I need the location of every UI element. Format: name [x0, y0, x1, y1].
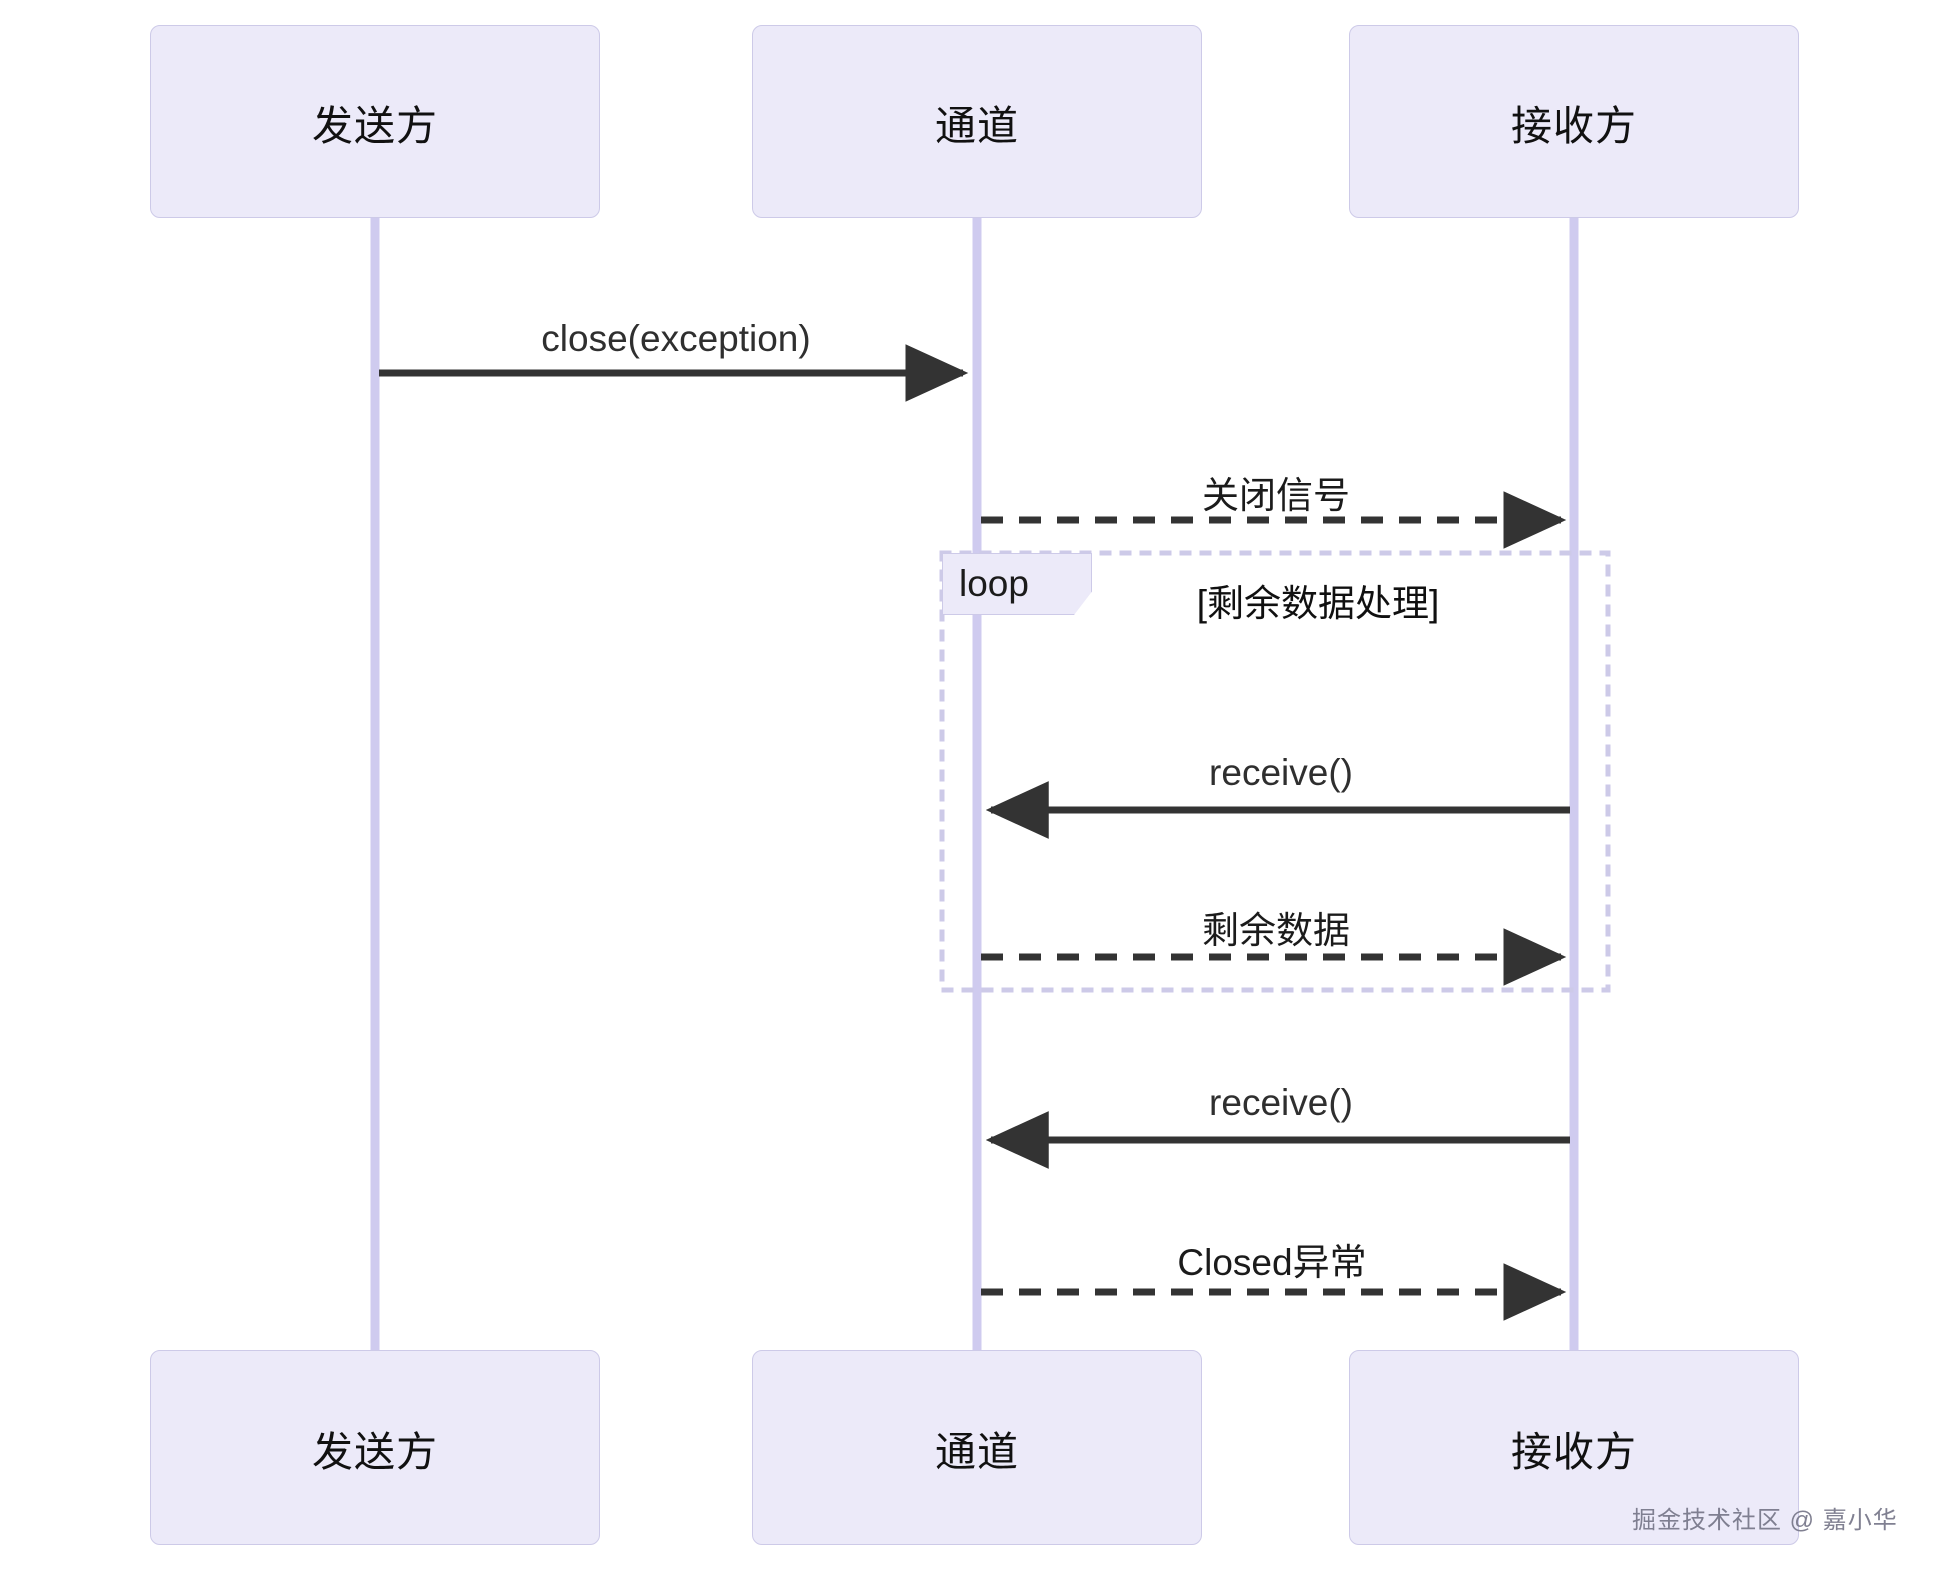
actor-label-receiver-top: 接收方 — [1511, 102, 1637, 149]
loop-fragment-tab[interactable]: loop — [942, 553, 1092, 615]
actor-box-receiver-top[interactable]: 接收方 — [1349, 25, 1799, 218]
message-label-close-exception: close(exception) — [541, 318, 811, 359]
message-label-receive-1: receive() — [1209, 752, 1353, 793]
actor-label-sender-top: 发送方 — [312, 102, 438, 149]
actor-box-receiver-bottom[interactable]: 接收方 — [1349, 1350, 1799, 1545]
message-label-receive-2: receive() — [1209, 1082, 1353, 1123]
actor-box-sender-bottom[interactable]: 发送方 — [150, 1350, 600, 1545]
loop-fragment-frame — [939, 550, 1611, 993]
message-label-closed-exception: Closed异常 — [1177, 1242, 1367, 1283]
lifelines — [370, 218, 1579, 1352]
message-label-remaining-data: 剩余数据 — [1202, 910, 1350, 951]
message-arrows — [379, 344, 1570, 1321]
actor-box-channel-top[interactable]: 通道 — [752, 25, 1202, 218]
actor-label-channel-top: 通道 — [935, 102, 1019, 149]
loop-fragment-condition: [剩余数据处理] — [1196, 583, 1440, 624]
actor-box-channel-bottom[interactable]: 通道 — [752, 1350, 1202, 1545]
actor-label-sender-bottom: 发送方 — [312, 1428, 438, 1475]
watermark-text: 掘金技术社区 @ 嘉小华 — [1632, 1507, 1898, 1534]
actor-label-receiver-bottom: 接收方 — [1511, 1428, 1637, 1475]
message-label-close-signal: 关闭信号 — [1202, 475, 1350, 516]
loop-fragment-kind-label: loop — [959, 563, 1029, 604]
actor-box-sender-top[interactable]: 发送方 — [150, 25, 600, 218]
actor-label-channel-bottom: 通道 — [935, 1428, 1019, 1475]
